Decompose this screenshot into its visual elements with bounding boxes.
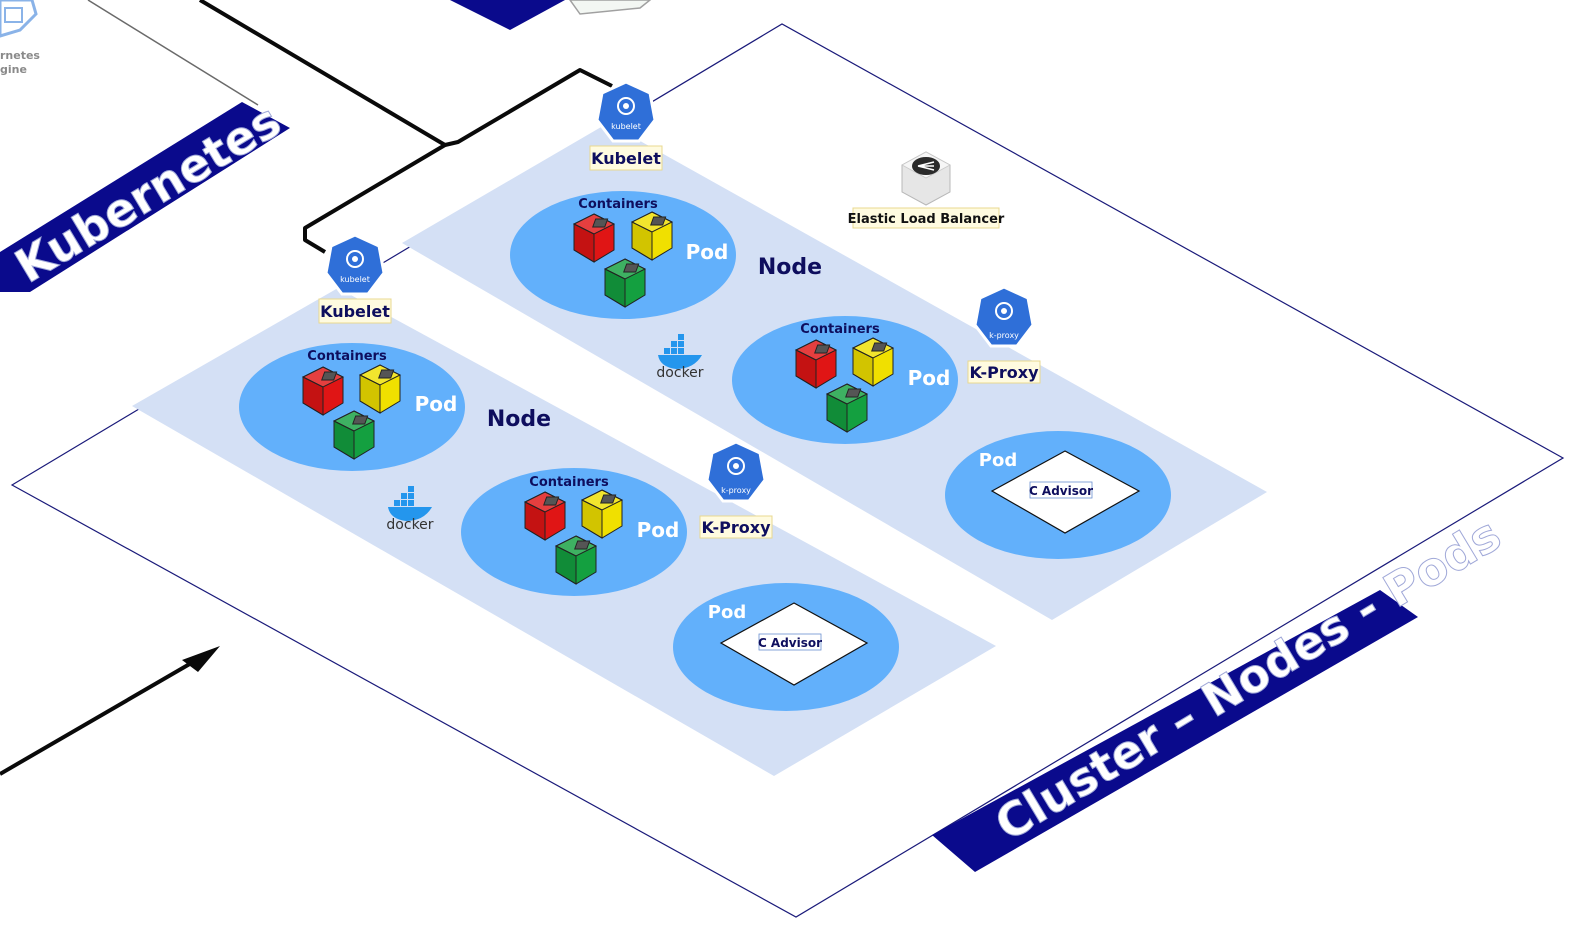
containers-label: Containers: [800, 322, 880, 337]
load-balancer-label: Elastic Load Balancer: [848, 212, 1005, 227]
kproxy-label: K-Proxy: [969, 363, 1039, 382]
node-label: Node: [487, 407, 551, 432]
advisor-pod: Pod C Advisor: [945, 431, 1171, 559]
container-pod: Containers Pod: [732, 316, 958, 444]
engine-partial-text-2: gine: [0, 63, 27, 76]
kproxy-icon-text: k-proxy: [989, 331, 1019, 340]
containers-label: Containers: [529, 475, 609, 490]
engine-partial-text-1: rnetes: [0, 49, 40, 62]
pod-label: Pod: [908, 366, 951, 390]
kubelet-component: kubelet Kubelet: [318, 233, 392, 324]
container-pod: Containers Pod: [239, 343, 465, 471]
kubelet-icon: [595, 80, 657, 143]
pod-label: Pod: [637, 518, 680, 542]
kproxy-component: k-proxy K-Proxy: [967, 285, 1041, 384]
top-partial-banner: [450, 0, 652, 30]
docker-label: docker: [386, 517, 433, 533]
container-pod: Containers Pod: [461, 468, 687, 596]
arrow-icon: [0, 646, 220, 776]
kubelet-component: kubelet Kubelet: [589, 80, 663, 171]
kproxy-icon-text: k-proxy: [721, 486, 751, 495]
kubernetes-banner: Kubernetes: [0, 93, 290, 294]
node-2: Node Containers Pod Containers Pod Pod C…: [510, 80, 1171, 559]
elastic-load-balancer: Elastic Load Balancer: [848, 151, 1005, 229]
docker-runtime: docker: [386, 486, 434, 533]
kubelet-icon-text: kubelet: [340, 275, 370, 284]
containers-label: Containers: [578, 197, 658, 212]
kubelet-icon: [324, 233, 386, 296]
kubelet-label: Kubelet: [320, 302, 390, 321]
c-advisor-label: C Advisor: [1029, 484, 1093, 498]
kubelet-icon-text: kubelet: [611, 122, 641, 131]
kubernetes-engine-partial-icon: rnetes gine: [0, 0, 40, 76]
docker-label: docker: [656, 365, 703, 381]
kubernetes-banner-text: Kubernetes: [6, 93, 290, 293]
kproxy-component: k-proxy K-Proxy: [699, 440, 773, 539]
connector-thin-line: [87, 0, 259, 106]
container-pod: Containers Pod: [510, 191, 736, 319]
pod-label: Pod: [979, 450, 1017, 471]
advisor-pod: Pod C Advisor: [673, 583, 899, 711]
kproxy-label: K-Proxy: [701, 518, 771, 537]
node-label: Node: [758, 255, 822, 280]
containers-label: Containers: [307, 349, 387, 364]
docker-runtime: docker: [656, 334, 704, 381]
pod-label: Pod: [708, 602, 746, 623]
network-wires: [198, 0, 613, 254]
node-1: Node Containers Pod Containers Pod Pod C…: [239, 233, 899, 711]
pod-label: Pod: [686, 240, 729, 264]
kubelet-label: Kubelet: [591, 149, 661, 168]
c-advisor-label: C Advisor: [758, 636, 822, 650]
load-balancer-icon: [901, 151, 951, 206]
pod-label: Pod: [415, 392, 458, 416]
